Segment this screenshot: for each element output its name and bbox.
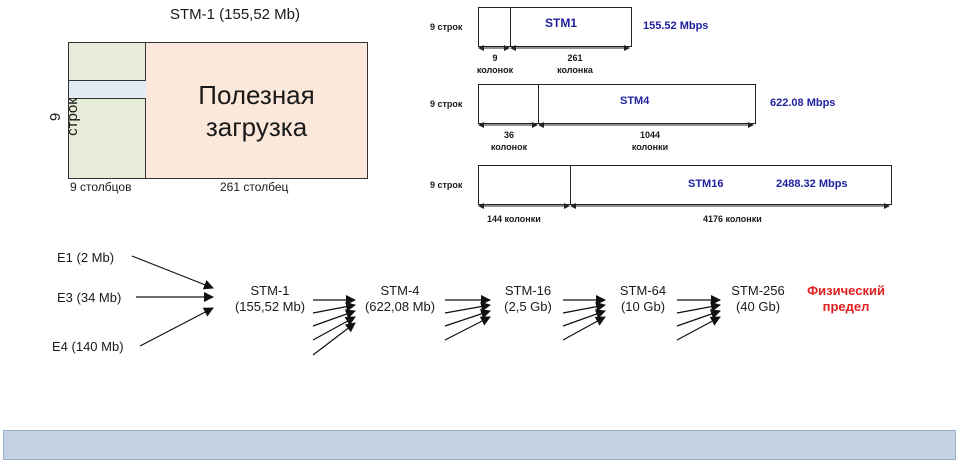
payload-columns-label: 261 столбец bbox=[220, 180, 289, 194]
stm1-name: STM1 bbox=[545, 16, 578, 30]
stm16-divider bbox=[570, 166, 571, 204]
stm1-rate: 155.52 Mbps bbox=[643, 20, 709, 32]
level-stm1: STM-1(155,52 Mb) bbox=[234, 283, 306, 314]
stm16-overhead-cols: 144 колонки bbox=[487, 214, 541, 224]
input-e1: E1 (2 Mb) bbox=[57, 250, 115, 265]
pointer-row bbox=[69, 80, 146, 99]
payload-section bbox=[146, 43, 367, 178]
left-frame-title: STM-1 (155,52 Mb) bbox=[169, 6, 301, 23]
stm1-rows-label: 9 строк bbox=[430, 22, 463, 32]
input-e3: E3 (34 Mb) bbox=[57, 290, 122, 305]
stm1-divider bbox=[510, 8, 511, 46]
stm16-payload-cols: 4176 колонки bbox=[703, 214, 762, 224]
footer-banner bbox=[3, 430, 956, 460]
e1-arrow bbox=[131, 255, 214, 290]
stm16-rows-label: 9 строк bbox=[430, 180, 463, 190]
overhead-columns-label: 9 столбцов bbox=[70, 180, 132, 194]
overhead-section bbox=[69, 43, 146, 178]
level-stm4: STM-4(622,08 Mb) bbox=[364, 283, 436, 314]
stm4-divider bbox=[538, 85, 539, 123]
stm16-name: STM16 bbox=[688, 178, 724, 190]
stm4-rate: 622.08 Mbps bbox=[770, 97, 836, 109]
level-stm64: STM-64(10 Gb) bbox=[619, 283, 667, 314]
level-stm16: STM-16(2,5 Gb) bbox=[504, 283, 552, 314]
e4-arrow bbox=[139, 307, 214, 347]
payload-label-line1: Полезная bbox=[198, 79, 315, 110]
level-stm256: STM-256(40 Gb) bbox=[731, 283, 785, 314]
stm4-rows-label: 9 строк bbox=[430, 99, 463, 109]
input-e4: E4 (140 Mb) bbox=[52, 339, 124, 354]
stm4-name: STM4 bbox=[620, 95, 650, 107]
stm16-rate: 2488.32 Mbps bbox=[776, 178, 848, 190]
payload-label-line2: загрузка bbox=[205, 111, 308, 142]
